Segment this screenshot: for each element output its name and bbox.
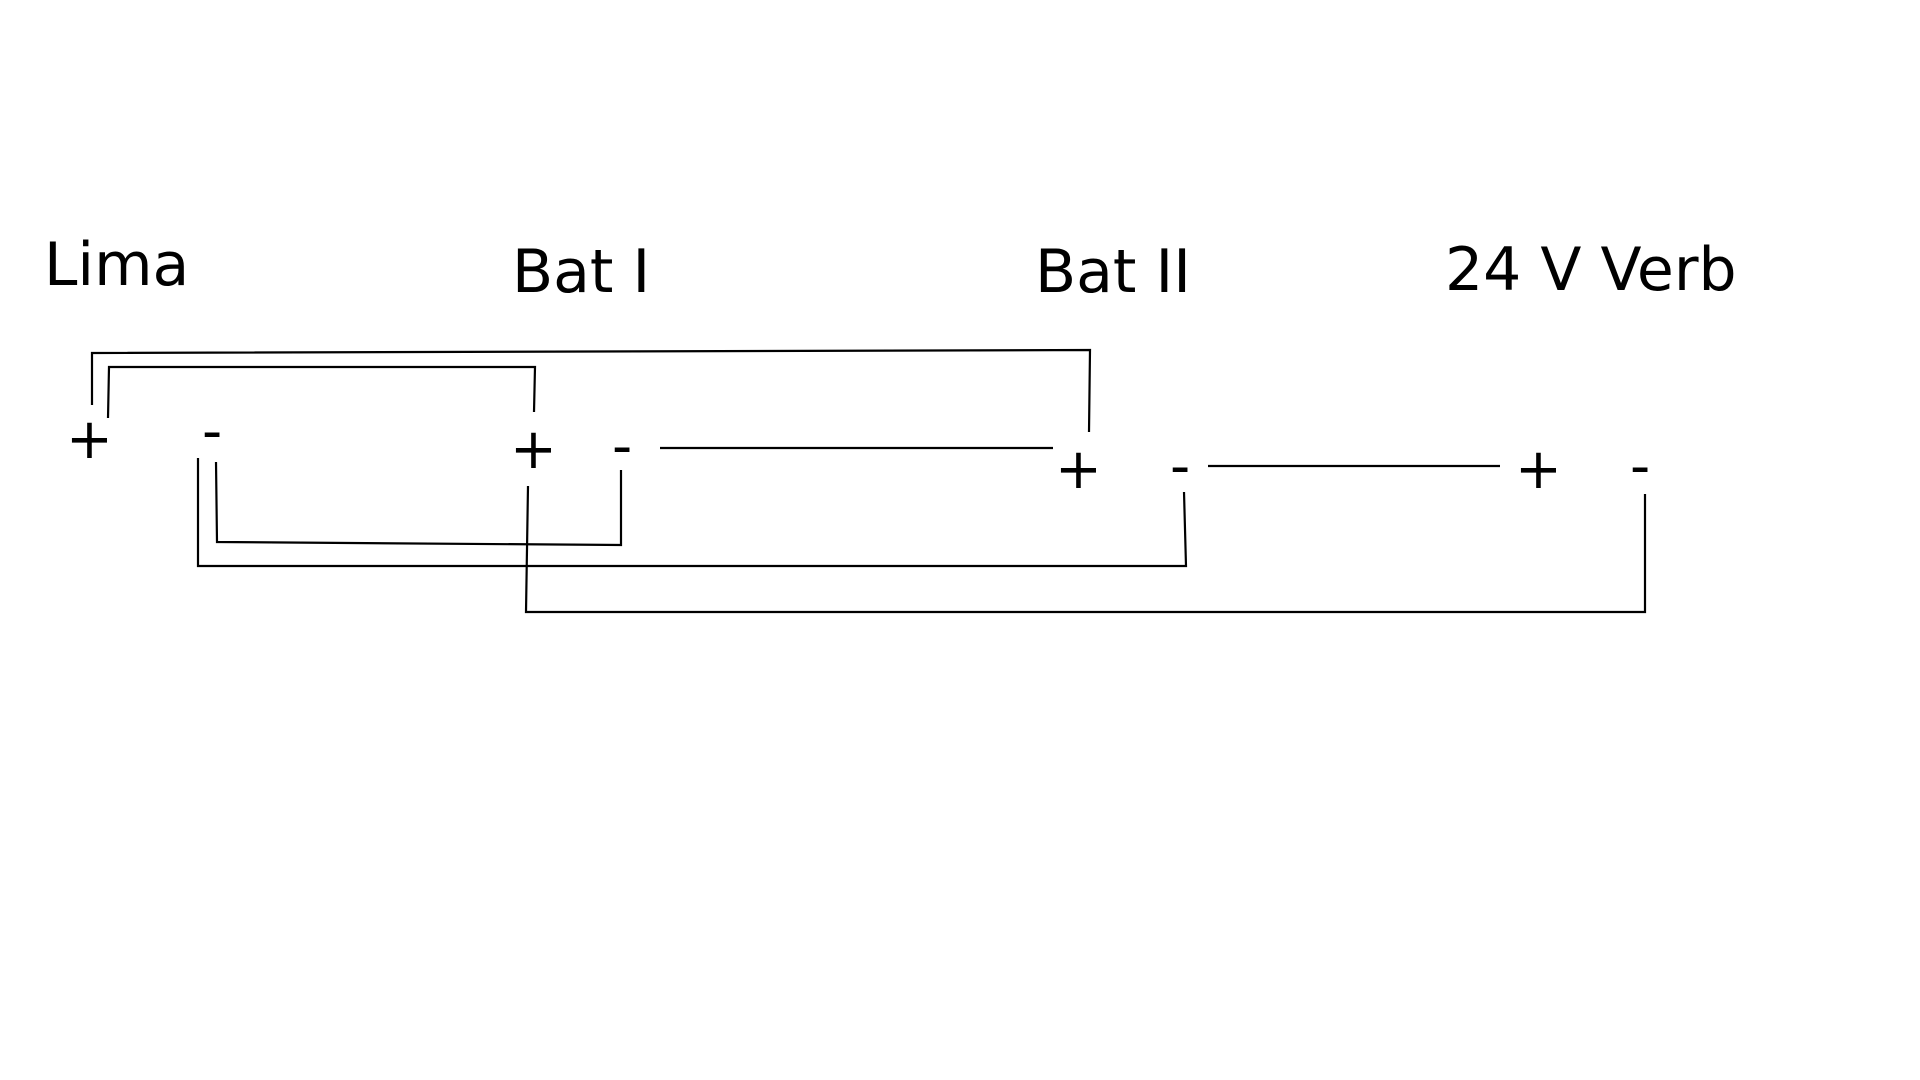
wire-lima-minus-to-bat2-minus [196, 458, 1188, 568]
lima-minus-terminal: - [202, 399, 222, 464]
label-24v-verb: 24 V Verb [1445, 235, 1737, 305]
verb-plus-terminal: + [1515, 437, 1562, 502]
bat1-minus-terminal: - [612, 414, 632, 479]
wire-lima-plus-to-bat1-plus [106, 365, 537, 419]
wire-bat1-plus-to-verb-minus [524, 485, 1647, 614]
label-lima: Lima [44, 230, 189, 300]
bat1-plus-terminal: + [510, 417, 557, 482]
wire-lima-plus-to-bat2-plus [90, 348, 1092, 433]
lima-plus-terminal: + [66, 407, 113, 472]
bat2-plus-terminal: + [1055, 437, 1102, 502]
verb-minus-terminal: - [1630, 434, 1650, 499]
label-bat-1: Bat I [512, 237, 650, 307]
label-bat-2: Bat II [1035, 237, 1191, 307]
bat2-minus-terminal: - [1170, 434, 1190, 499]
wire-lima-minus-to-bat1-minus [214, 461, 623, 547]
